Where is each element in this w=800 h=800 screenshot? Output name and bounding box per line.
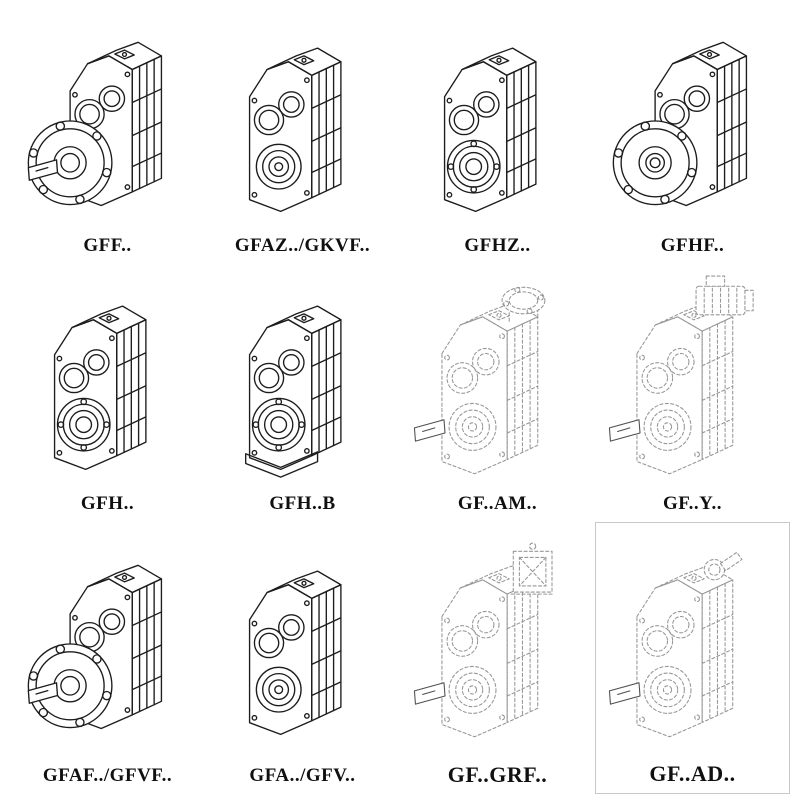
gearbox-drawing-container xyxy=(10,264,205,494)
gearbox-figure-gff: GFF.. xyxy=(10,6,205,264)
gearbox-drawing-container xyxy=(595,264,790,494)
gearbox-figure-gf-ad: GF..AD.. xyxy=(595,522,790,794)
gearbox-drawing-container xyxy=(400,522,595,763)
gearbox-figure-gfaf-gfvf: GFAF../GFVF.. xyxy=(10,522,205,794)
gearbox-drawing-container xyxy=(596,523,789,762)
model-label: GFA../GFV.. xyxy=(249,765,356,787)
gearbox-with-motor-drawing xyxy=(601,272,785,486)
gearbox-flange-output-drawing xyxy=(24,542,192,746)
model-label: GFAF../GFVF.. xyxy=(42,765,173,787)
gearbox-figure-gf-grf: GF..GRF.. xyxy=(400,522,595,794)
gearbox-input-adapter-drawing xyxy=(406,535,590,749)
gearbox-drawing-container xyxy=(205,6,400,236)
gearbox-figure-gf-am: GF..AM.. xyxy=(400,264,595,522)
model-label: GF..GRF.. xyxy=(447,761,548,787)
gearbox-drawing-container xyxy=(400,6,595,236)
gearbox-figure-gfaz-gkvf: GFAZ../GKVF.. xyxy=(205,6,400,264)
model-label: GFHZ.. xyxy=(464,235,531,257)
gearbox-drawing-container xyxy=(10,522,205,766)
gearbox-bearing-boss-drawing xyxy=(219,542,387,746)
model-label: GFHF.. xyxy=(660,235,725,257)
gearbox-drawing-container xyxy=(595,6,790,236)
gearbox-input-shaft-drawing xyxy=(601,535,785,749)
gearbox-hollow-base-drawing xyxy=(219,277,387,481)
gearbox-figure-gfhf: GFHF.. xyxy=(595,6,790,264)
model-label: GFF.. xyxy=(83,235,132,257)
model-label: GFH..B xyxy=(269,493,336,515)
model-label: GF..AD.. xyxy=(649,760,736,786)
gearbox-motor-adapter-drawing xyxy=(406,272,590,486)
model-label: GF..Y.. xyxy=(662,493,723,515)
gearbox-drawing-container xyxy=(400,264,595,494)
gearbox-bearing-boss-drawing xyxy=(219,19,387,223)
gearbox-figure-gfa-gfv: GFA../GFV.. xyxy=(205,522,400,794)
gearbox-drawing-container xyxy=(10,6,205,236)
gearbox-figure-gfhz: GFHZ.. xyxy=(400,6,595,264)
gearbox-hollow-shaft-drawing xyxy=(414,19,582,223)
gearbox-drawing-container xyxy=(205,522,400,766)
gearbox-figure-gfh-b: GFH..B xyxy=(205,264,400,522)
gearbox-flange-output-drawing xyxy=(24,19,192,223)
gearbox-flange-hollow-drawing xyxy=(609,19,777,223)
gearbox-drawing-container xyxy=(205,264,400,494)
model-label: GF..AM.. xyxy=(457,493,538,515)
model-label: GFH.. xyxy=(80,493,135,515)
model-label: GFAZ../GKVF.. xyxy=(234,235,371,257)
gearbox-figure-gf-y: GF..Y.. xyxy=(595,264,790,522)
gearbox-hollow-shaft-drawing xyxy=(24,277,192,481)
gearbox-figure-gfh: GFH.. xyxy=(10,264,205,522)
